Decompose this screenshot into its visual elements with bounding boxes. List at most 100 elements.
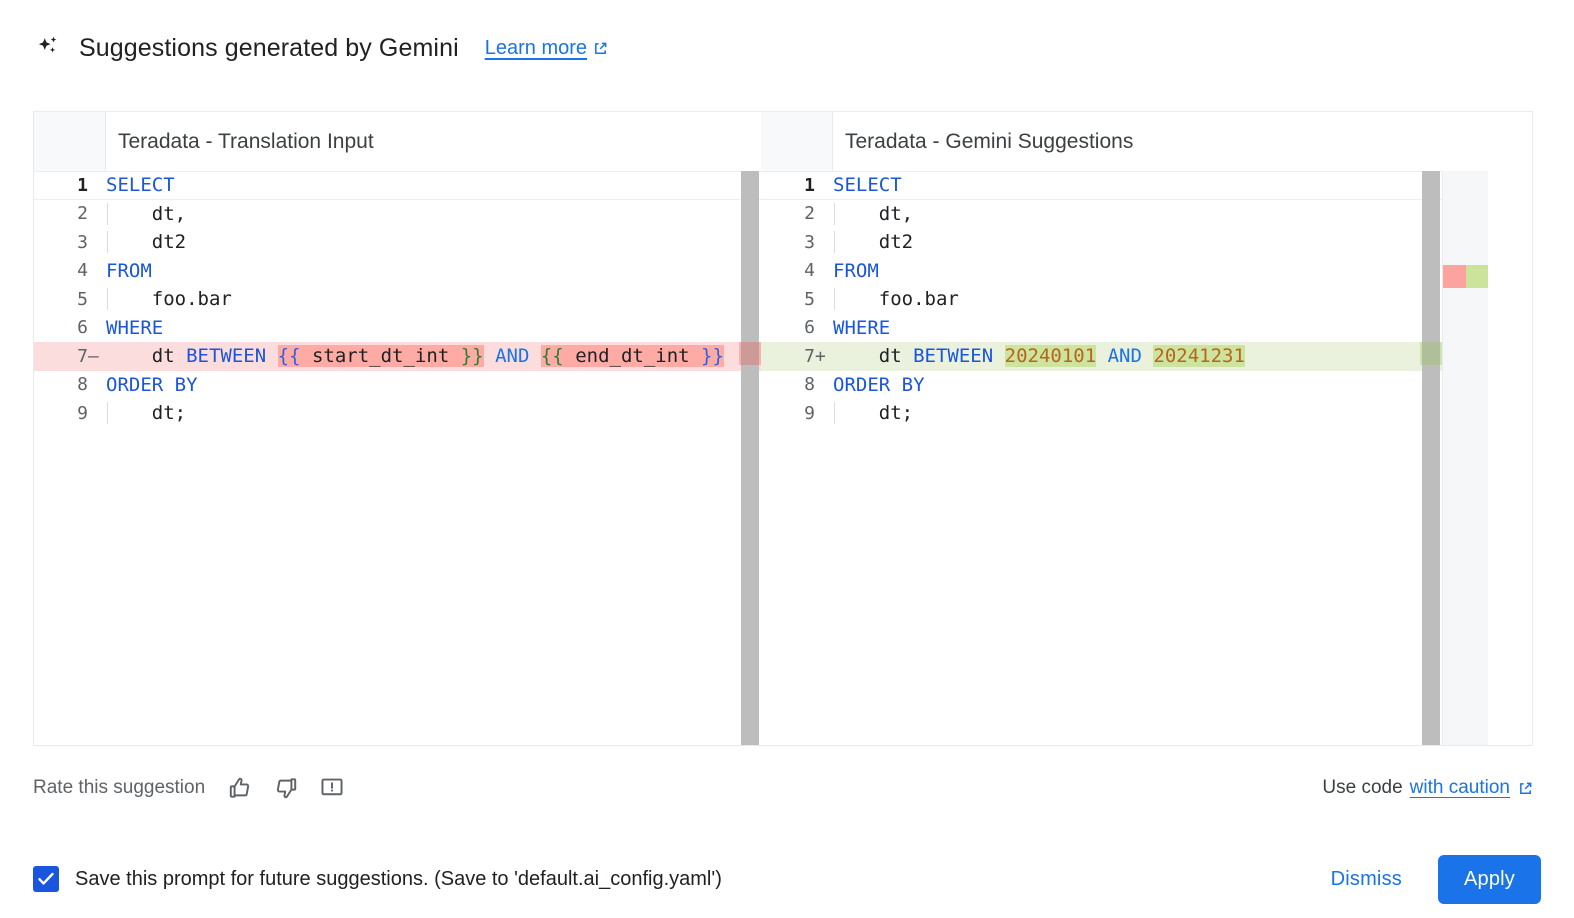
editor-translation-input: Teradata - Translation Input 1 SELECT 2 … [34, 112, 761, 745]
line-number: 8 [77, 374, 88, 396]
line-content: dt BETWEEN {{ start_dt_int }} AND {{ end… [106, 345, 761, 368]
line-content: FROM [833, 260, 1488, 282]
code-line: 2 dt, [761, 200, 1488, 229]
line-content: foo.bar [833, 288, 1488, 311]
code-line: 3 dt2 [761, 228, 1488, 257]
line-number: 7— [77, 345, 99, 367]
token-keyword: ORDER BY [833, 373, 925, 396]
code-area-right[interactable]: 1 SELECT 2 dt, 3 dt2 4 FROM 5 [761, 171, 1488, 745]
line-content: WHERE [106, 317, 761, 339]
token-identifier: foo.bar [106, 288, 232, 311]
rate-icons [227, 775, 345, 801]
line-content: dt2 [106, 231, 761, 254]
diff-overview-ruler[interactable] [1442, 171, 1488, 745]
report-feedback-icon[interactable] [319, 775, 345, 801]
token-identifier: dt; [106, 402, 187, 425]
scrollbar-thumb[interactable] [741, 171, 759, 745]
line-number: 3 [804, 231, 815, 253]
token-identifier: dt2 [833, 231, 914, 254]
code-line: 6 WHERE [34, 314, 761, 343]
code-area-left[interactable]: 1 SELECT 2 dt, 3 dt2 4 FROM 5 [34, 171, 761, 745]
code-line: 6 WHERE [761, 314, 1488, 343]
scrollbar-thumb[interactable] [1422, 171, 1440, 745]
token-keyword: AND [1107, 345, 1142, 368]
line-content: SELECT [106, 174, 761, 196]
line-number: 7+ [804, 345, 826, 367]
code-line: 4 FROM [761, 257, 1488, 286]
suggestion-header: Suggestions generated by Gemini Learn mo… [33, 26, 608, 70]
rate-row: Rate this suggestion [33, 768, 1533, 808]
code-line: 9 dt; [34, 399, 761, 428]
save-prompt-row: Save this prompt for future suggestions.… [33, 866, 722, 892]
indent-guide [834, 402, 835, 425]
line-content: foo.bar [106, 288, 761, 311]
line-content: dt, [106, 202, 761, 225]
line-number: 9 [804, 402, 815, 424]
apply-button[interactable]: Apply [1437, 854, 1541, 904]
token-keyword: BETWEEN [186, 345, 267, 368]
token-identifier: dt [878, 345, 902, 368]
sparkle-icon [33, 33, 79, 63]
line-number: 4 [804, 260, 815, 282]
learn-more-link[interactable]: Learn more [485, 37, 608, 60]
line-number: 8 [804, 374, 815, 396]
code-line: 1 SELECT [34, 171, 761, 200]
token-keyword: AND [495, 345, 530, 368]
line-content: dt; [106, 402, 761, 425]
token-keyword: BETWEEN [913, 345, 994, 368]
line-number: 3 [77, 231, 88, 253]
external-link-icon [1510, 781, 1533, 796]
code-line: 3 dt2 [34, 228, 761, 257]
line-number: 6 [804, 317, 815, 339]
line-content: ORDER BY [833, 374, 1488, 396]
learn-more-label: Learn more [484, 36, 588, 59]
line-number: 2 [77, 203, 88, 225]
token-identifier: dt [151, 345, 175, 368]
scrollbar-diff-marker [739, 342, 761, 365]
code-line: 5 foo.bar [34, 285, 761, 314]
code-line: 8 ORDER BY [34, 371, 761, 400]
code-line: 5 foo.bar [761, 285, 1488, 314]
line-number: 6 [77, 317, 88, 339]
line-content: WHERE [833, 317, 1488, 339]
line-number: 1 [77, 174, 88, 196]
line-content: ORDER BY [106, 374, 761, 396]
token-keyword: FROM [833, 259, 879, 282]
deleted-token-start: {{ start_dt_int }} [277, 345, 484, 368]
code-line: 8 ORDER BY [761, 371, 1488, 400]
line-number: 9 [77, 402, 88, 424]
line-content: dt; [833, 402, 1488, 425]
page-title: Suggestions generated by Gemini [79, 33, 459, 62]
code-line: 2 dt, [34, 200, 761, 229]
dismiss-button[interactable]: Dismiss [1313, 856, 1420, 903]
scrollbar-diff-marker [1420, 342, 1442, 365]
editor-title-left: Teradata - Translation Input [34, 112, 761, 171]
scrollbar-left[interactable] [739, 171, 761, 745]
overview-marker-inserted [1466, 265, 1488, 288]
scrollbar-right[interactable] [1420, 171, 1442, 745]
token-keyword: ORDER BY [106, 373, 198, 396]
indent-guide [107, 202, 108, 225]
token-keyword: SELECT [106, 174, 175, 197]
thumb-down-icon[interactable] [273, 775, 299, 801]
token-identifier: dt, [106, 202, 187, 225]
code-line-deleted: 7— dt BETWEEN {{ start_dt_int }} AND {{ … [34, 342, 761, 371]
line-content: dt, [833, 202, 1488, 225]
overview-marker-deleted [1443, 265, 1466, 288]
deleted-token-end: {{ end_dt_int }} [540, 345, 724, 368]
thumb-up-icon[interactable] [227, 775, 253, 801]
editor-title-right: Teradata - Gemini Suggestions [761, 112, 1488, 171]
use-code-prefix: Use code [1322, 777, 1403, 798]
token-keyword: FROM [106, 259, 152, 282]
save-prompt-checkbox[interactable] [33, 866, 59, 892]
line-number: 4 [77, 260, 88, 282]
indent-guide [107, 231, 108, 254]
token-identifier: dt; [833, 402, 914, 425]
line-number: 1 [804, 174, 815, 196]
use-code-notice: Use code with caution [1322, 777, 1533, 799]
line-content: FROM [106, 260, 761, 282]
with-caution-link[interactable]: with caution [1409, 777, 1510, 798]
diff-viewer: Teradata - Translation Input 1 SELECT 2 … [33, 111, 1533, 746]
code-line: 4 FROM [34, 257, 761, 286]
